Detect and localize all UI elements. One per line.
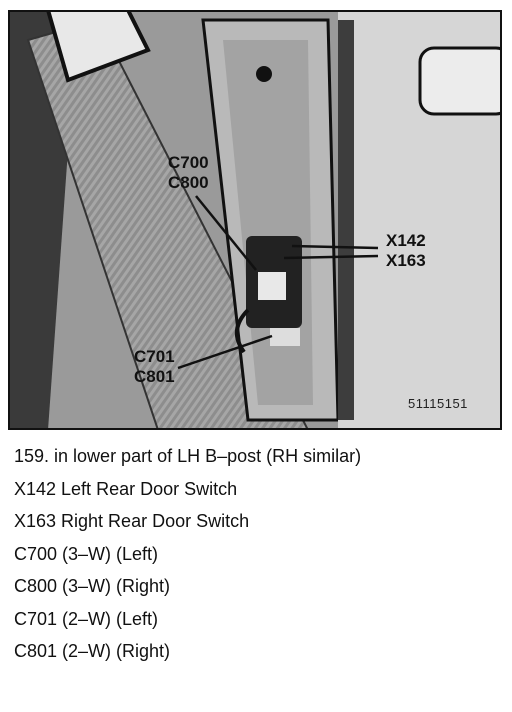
photo-frame — [8, 10, 502, 430]
leader-c701 — [177, 334, 273, 370]
caption-line: X163 Right Rear Door Switch — [14, 511, 250, 531]
b-post-connector-photo: C700 C800 X142 X163 C701 C801 51115151 — [8, 10, 502, 430]
photo-illustration: C700 C800 X142 X163 C701 C801 51115151 — [8, 10, 502, 430]
callout-x163: X163 — [386, 251, 426, 270]
caption-title: 159. in lower part of LH B–post (RH simi… — [14, 446, 362, 466]
caption-line: C701 (2–W) (Left) — [14, 608, 159, 629]
callout-c801: C801 — [134, 367, 175, 386]
callout-c700: C700 — [168, 153, 209, 172]
leader-c700 — [195, 195, 257, 271]
caption-line: C801 (2–W) (Right) — [14, 641, 171, 661]
b-post-hole — [256, 66, 272, 82]
door-seal — [338, 20, 354, 420]
caption-line: C700 (3–W) (Left) — [14, 543, 159, 564]
connector-c700 — [258, 272, 286, 300]
wire-harness — [235, 308, 250, 354]
figure-number: 51115151 — [408, 396, 468, 411]
connector-c701 — [270, 328, 300, 346]
belt-guide — [45, 10, 151, 83]
callout-c701: C701 — [134, 347, 175, 366]
figure-caption: 159. in lower part of LH B–post (RH simi… — [14, 440, 504, 668]
caption-line: X142 Left Rear Door Switch — [14, 478, 238, 499]
dome-light — [418, 46, 502, 116]
callout-x142: X142 — [386, 231, 426, 250]
callout-c800: C800 — [168, 173, 209, 192]
leader-x142-a — [291, 244, 379, 250]
leader-x142-b — [283, 254, 379, 260]
caption-line: C800 (3–W) (Right) — [14, 576, 171, 596]
